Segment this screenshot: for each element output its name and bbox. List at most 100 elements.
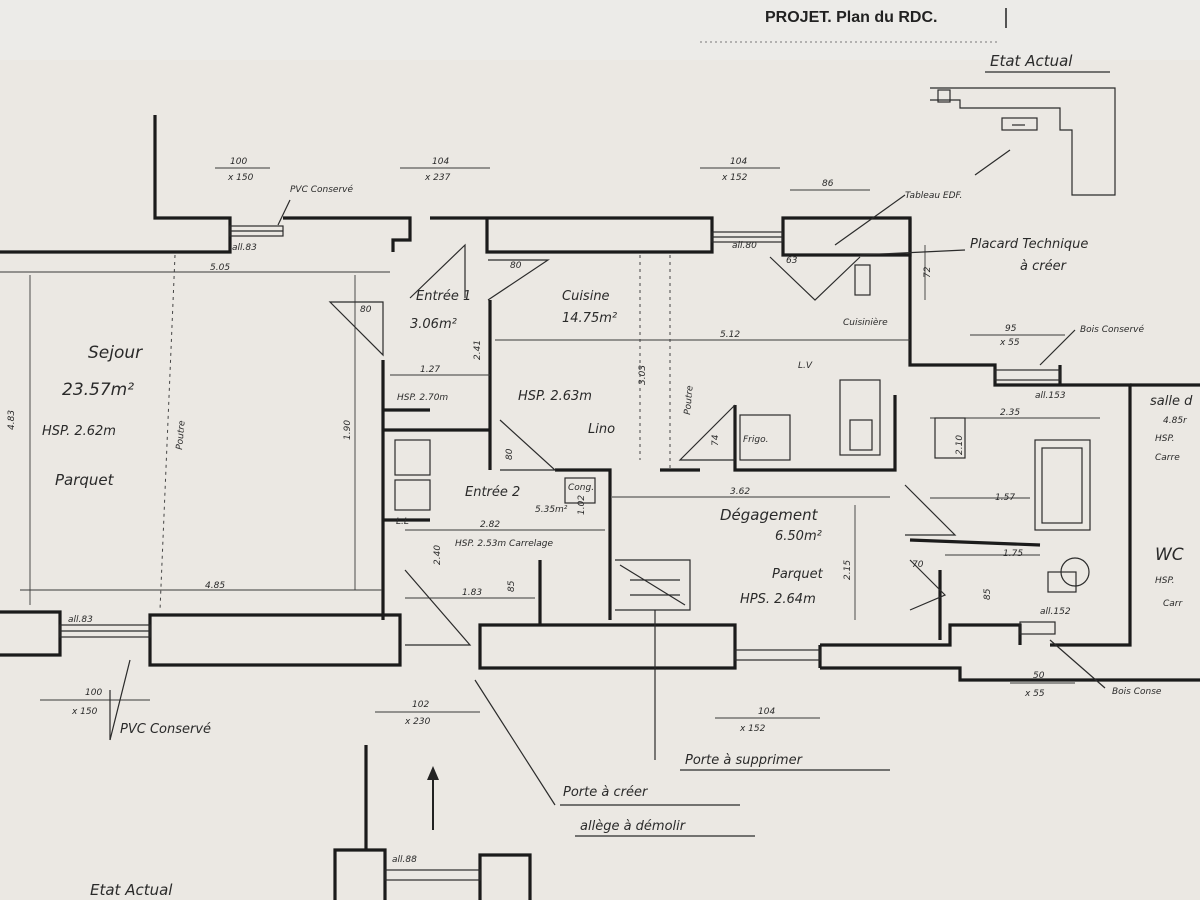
dim-bw3: 104 (758, 707, 775, 717)
beam-label-right: Poutre (683, 385, 696, 416)
room-cuisine-floor: Lino (588, 422, 615, 437)
note-porte-creer: Porte à créer (563, 785, 649, 800)
note-bois-top: Bois Conservé (1080, 324, 1144, 335)
room-entree1-hsp: HSP. 2.70m (397, 393, 448, 403)
dim-w1: 100 (230, 157, 247, 167)
room-degagement-name: Dégagement (720, 506, 819, 524)
room-entree1-area: 3.06m² (410, 317, 457, 332)
dim-80c: 80 (505, 448, 515, 460)
dim-282: 2.82 (480, 520, 500, 530)
plan-title: PROJET. Plan du RDC. (765, 9, 937, 26)
dim-102: 1.02 (577, 495, 587, 515)
room-wc-floor: Carr (1163, 599, 1183, 609)
dim-bw1: 100 (85, 688, 102, 698)
dim-74: 74 (711, 434, 721, 446)
room-salle-area: 4.85r (1163, 416, 1188, 426)
room-sejour-floor: Parquet (55, 471, 115, 489)
room-degagement-floor: Parquet (772, 567, 824, 582)
room-sejour-area: 23.57m² (62, 380, 134, 400)
dim-all83b: all.83 (68, 615, 93, 625)
inset-existing-state-bottom (333, 745, 532, 900)
dim-bw4b: x 55 (1024, 689, 1045, 699)
windows (59, 225, 1061, 661)
dim-w2b: x 237 (424, 173, 451, 183)
dim-all152: all.152 (1040, 607, 1071, 617)
dim-w3: 104 (730, 157, 747, 167)
dim-303: 3.03 (638, 365, 648, 385)
dim-70: 70 (912, 560, 924, 570)
dim-127: 1.27 (420, 365, 440, 375)
dim-190: 1.90 (343, 420, 353, 440)
dim-all88: all.88 (392, 855, 417, 865)
dim-85b: 85 (983, 588, 993, 600)
dim-w3b: x 152 (721, 173, 748, 183)
dim-235: 2.35 (1000, 408, 1020, 418)
dim-bw1b: x 150 (71, 707, 98, 717)
note-placard-line1: Placard Technique (970, 237, 1088, 252)
room-entree2-name: Entrée 2 (465, 485, 520, 500)
note-porte-supprimer: Porte à supprimer (685, 753, 804, 768)
room-wc-name: WC (1155, 545, 1184, 565)
fixture-ll: L.L (396, 517, 409, 527)
dim-63: 63 (786, 256, 798, 266)
note-bois-bottom: Bois Conse (1112, 687, 1162, 697)
dim-w5: 95 (1005, 324, 1017, 334)
fixture-cuisiniere: Cuisinière (843, 317, 888, 328)
dim-512: 5.12 (720, 330, 740, 340)
room-sejour-hsp: HSP. 2.62m (42, 424, 116, 439)
room-degagement-area: 6.50m² (775, 529, 822, 544)
room-cuisine-area: 14.75m² (562, 311, 617, 326)
note-placard-line2: à créer (1020, 259, 1068, 274)
inset-title-top: Etat Actual (990, 52, 1073, 70)
dim-w2: 104 (432, 157, 449, 167)
note-pvc-bottom: PVC Conservé (120, 722, 211, 737)
dim-w4: 86 (822, 179, 834, 189)
room-degagement-hps: HPS. 2.64m (740, 592, 816, 607)
inset-existing-state-top: Etat Actual (930, 52, 1116, 196)
room-wc-hsp: HSP. (1155, 576, 1175, 586)
dim-85a: 85 (507, 580, 517, 592)
dim-240: 2.40 (433, 545, 443, 565)
door-swings (328, 243, 957, 646)
fixtures (394, 264, 1091, 593)
inset-title-bottom: Etat Actual (90, 881, 173, 899)
dim-80b: 80 (360, 305, 372, 315)
dim-362: 3.62 (730, 487, 750, 497)
dim-210: 2.10 (955, 435, 965, 455)
dim-183: 1.83 (462, 588, 482, 598)
dim-483: 4.83 (7, 410, 17, 430)
dim-485: 4.85 (205, 581, 225, 591)
dim-215: 2.15 (843, 560, 853, 580)
dim-241: 2.41 (473, 340, 483, 360)
dim-80a: 80 (510, 261, 522, 271)
dim-72: 72 (923, 266, 933, 278)
dim-bw2: 102 (412, 700, 429, 710)
walls (0, 115, 1200, 682)
beams-dashed (159, 254, 671, 611)
dim-bw3b: x 152 (739, 724, 766, 734)
dimension-lines (0, 149, 1106, 806)
note-pvc-top: PVC Conservé (290, 184, 353, 195)
room-cuisine-name: Cuisine (562, 289, 610, 304)
note-allege-demolir: allège à démolir (580, 819, 687, 834)
fixture-frigo: Frigo. (743, 435, 768, 445)
dim-bw4: 50 (1033, 671, 1045, 681)
beam-label-left: Poutre (175, 420, 188, 451)
fixture-lv: L.V (798, 361, 813, 371)
room-entree2-hsp: HSP. 2.53m Carrelage (455, 539, 554, 549)
dimension-labels: 100 x 150 104 x 237 104 x 152 86 95 x 55… (7, 157, 1071, 865)
room-cuisine-hsp: HSP. 2.63m (518, 389, 592, 404)
dim-all153: all.153 (1035, 391, 1066, 401)
dim-157: 1.57 (995, 493, 1015, 503)
room-salle-floor: Carre (1155, 453, 1180, 463)
dim-bw2b: x 230 (404, 717, 431, 727)
room-salle-hsp: HSP. (1155, 434, 1175, 444)
room-entree1-name: Entrée 1 (416, 289, 471, 304)
room-sejour-name: Sejour (88, 343, 143, 363)
dim-w1b: x 150 (227, 173, 254, 183)
dim-all80: all.80 (732, 241, 757, 251)
dim-505: 5.05 (210, 263, 230, 273)
